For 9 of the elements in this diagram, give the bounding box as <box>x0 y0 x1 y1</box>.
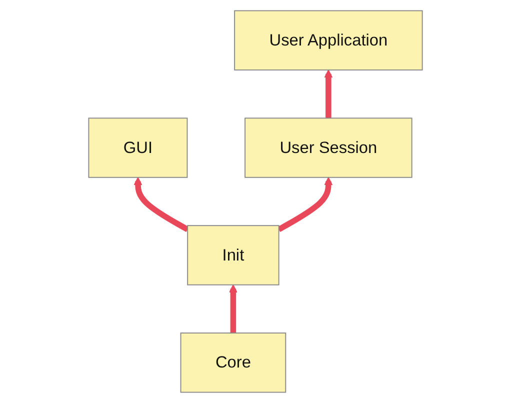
arrow <box>134 177 189 232</box>
node-box: GUI <box>88 118 188 178</box>
arrow <box>324 70 333 118</box>
node-box: Init <box>187 225 280 286</box>
arrow <box>228 284 238 334</box>
node-box: Core <box>180 332 286 393</box>
node-box: User Session <box>244 118 412 178</box>
node-box: User Application <box>234 10 423 70</box>
arrow <box>277 177 333 232</box>
